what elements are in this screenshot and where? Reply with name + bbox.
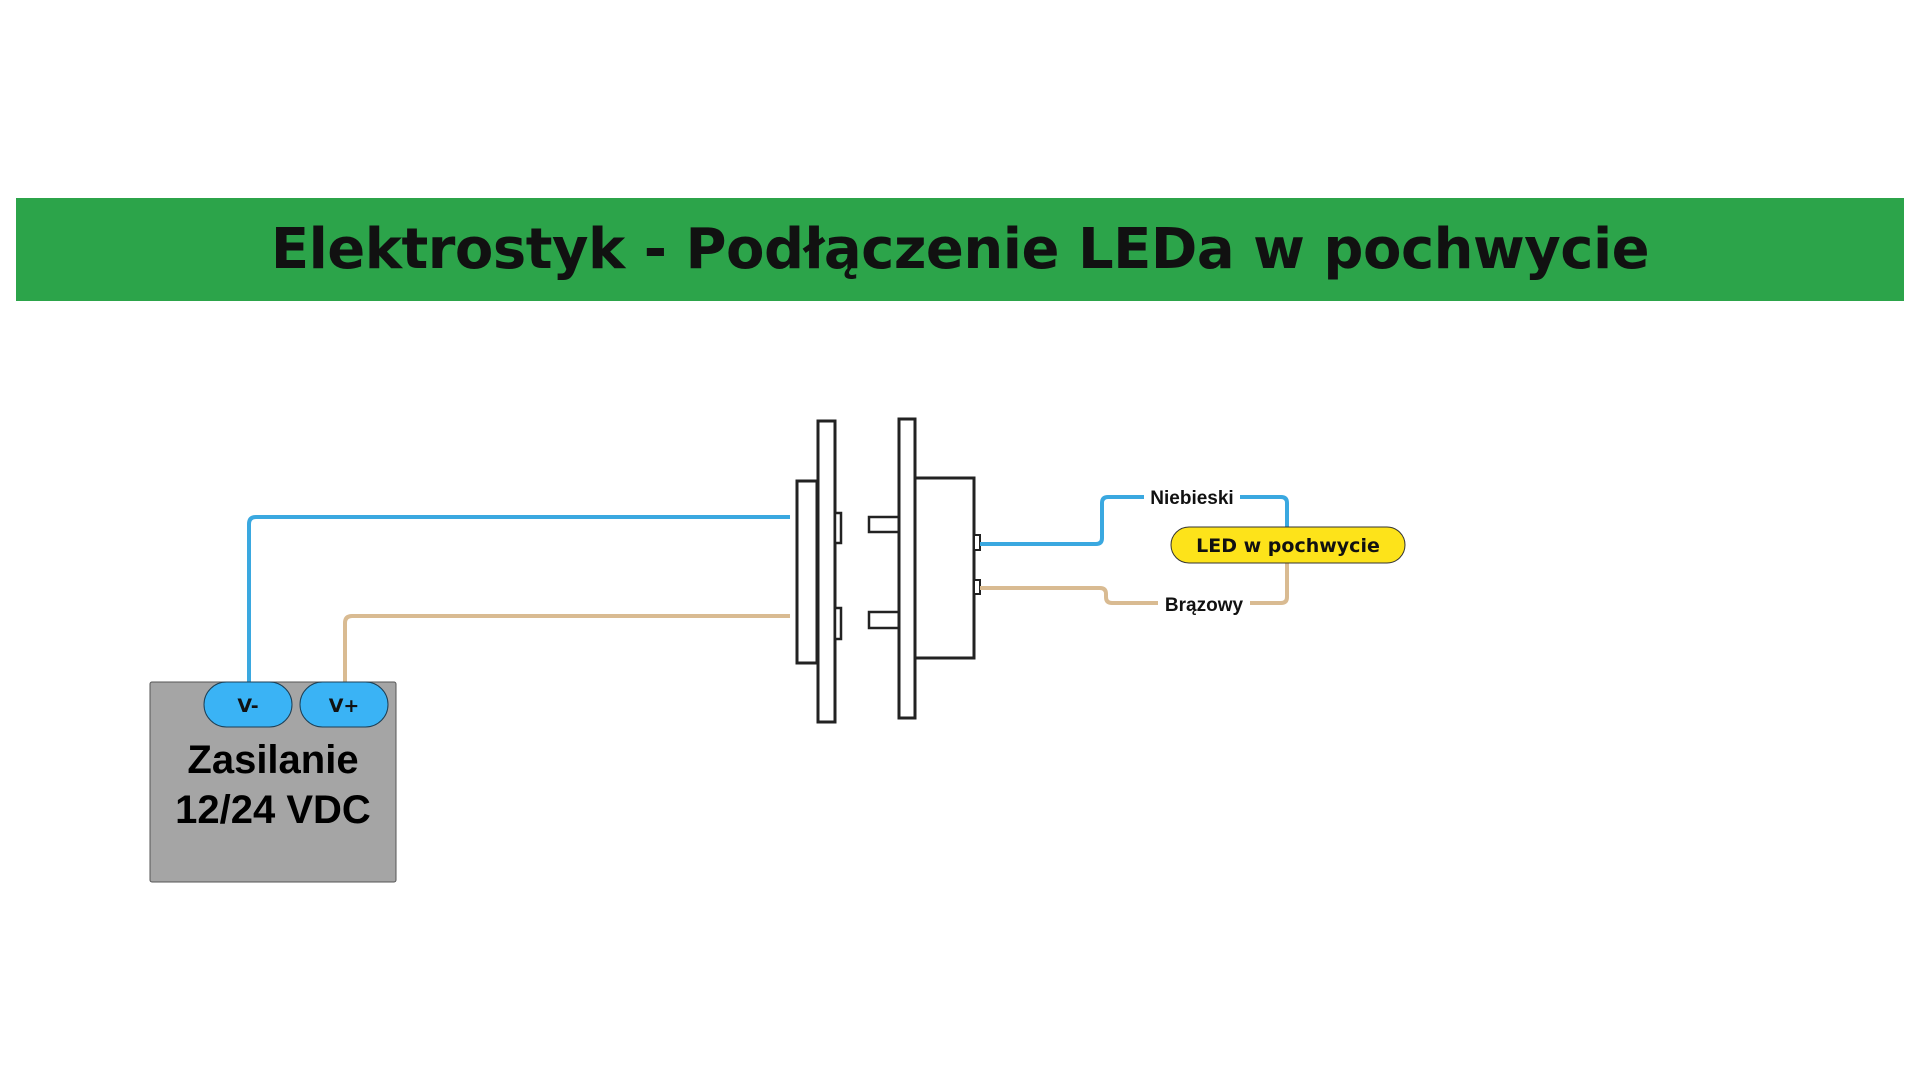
terminal-positive-label: V+ [329, 695, 360, 717]
power-supply-label-line2: 12/24 VDC [175, 788, 371, 832]
brown-wire-led [980, 560, 1289, 605]
blue-wire-supply [247, 515, 790, 682]
brown-wire-label: Brązowy [1165, 595, 1244, 616]
terminal-negative-label: V- [237, 695, 258, 717]
terminal-positive [299, 681, 389, 728]
right-connector-body [913, 476, 976, 660]
diagram-title: Elektrostyk - Podłączenie LEDa w pochwyc… [270, 217, 1650, 282]
right-connector-plate [897, 417, 917, 720]
left-connector-plate [816, 419, 837, 724]
right-contact-bottom [973, 579, 981, 595]
title-bar: Elektrostyk - Podłączenie LEDa w pochwyc… [16, 198, 1904, 301]
right-contact-top [973, 534, 981, 551]
led-label: LED w pochwycie [1196, 535, 1380, 557]
power-supply-label-line1: Zasilanie [187, 738, 358, 782]
left-contact-bottom [833, 606, 843, 641]
right-pin-bottom [867, 610, 901, 630]
led-badge [1170, 526, 1406, 564]
right-pin-top [867, 515, 901, 534]
terminal-negative [203, 681, 293, 728]
blue-wire-label: Niebieski [1150, 488, 1233, 509]
left-connector-body [795, 479, 819, 665]
left-contact-top [833, 511, 843, 545]
brown-wire-supply [343, 614, 790, 682]
blue-wire-led [980, 495, 1289, 546]
